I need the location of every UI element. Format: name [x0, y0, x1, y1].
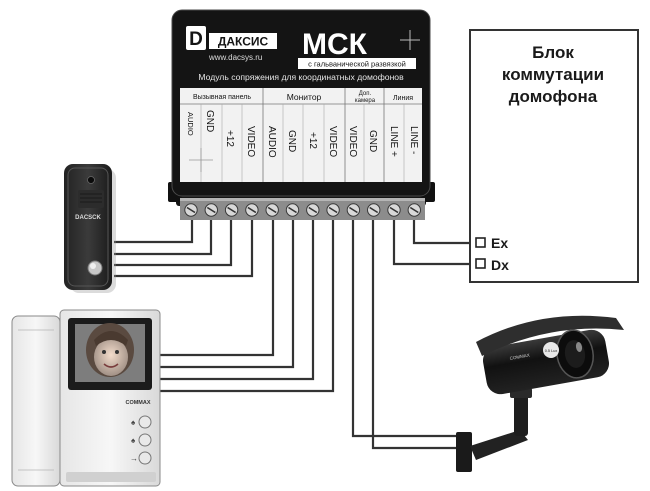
camera-sticker: 0.5 Lux [545, 349, 558, 353]
wire-line-minus [412, 214, 476, 245]
switch-block-title-1: Блок [532, 43, 574, 62]
crosshair-icon [400, 30, 420, 50]
terminal-label: LINE - [408, 126, 419, 154]
door-panel-camera-icon [87, 176, 95, 184]
switch-block-frame [469, 29, 639, 283]
svg-text:♠: ♠ [131, 418, 136, 427]
terminal-label: +12 [224, 130, 235, 147]
brand-url: www.dacsys.ru [208, 53, 262, 62]
terminal-label: +12 [307, 132, 318, 149]
monitor-button-talk [138, 415, 152, 429]
brand-name: ДАКСИС [218, 35, 269, 49]
module-subtitle: Модуль сопряжения для координатных домоф… [198, 72, 404, 82]
monitor-buttons: ♠ ♠ → [130, 415, 152, 465]
camera-brand: COMMAX [509, 353, 530, 361]
terminal-label: LINE + [388, 126, 399, 157]
wire-panel-12v [114, 214, 233, 267]
monitor-button-open [138, 433, 152, 447]
group-monitor: Монитор [287, 92, 322, 102]
wires [114, 214, 476, 450]
door-panel-speaker [78, 190, 104, 208]
wire-monitor-gnd [160, 214, 295, 369]
screw-slot [186, 206, 196, 214]
terminal-label: GND [367, 130, 378, 152]
screw-slot [206, 206, 216, 214]
brand-box [209, 33, 277, 49]
monitor-brand: COMMAX [125, 400, 150, 406]
terminal-label: AUDIO [186, 112, 195, 136]
wire-camera-video [351, 214, 470, 438]
terminal-label: VIDEO [327, 126, 338, 157]
svg-text:D: D [189, 29, 203, 50]
door-panel-body [64, 164, 112, 290]
screw-slot [389, 206, 399, 214]
terminal-label: GND [204, 110, 215, 132]
wire-camera-gnd [371, 214, 470, 450]
label-panel [180, 88, 422, 182]
camera-bracket-arm [470, 430, 528, 460]
screw-slot [409, 206, 419, 214]
switch-block-title-3: домофона [509, 87, 598, 106]
svg-text:♠: ♠ [131, 436, 136, 445]
camera-sunshield [476, 315, 624, 356]
wire-panel-video [114, 214, 254, 278]
monitor-handset [11, 315, 61, 487]
terminal-strip [180, 198, 425, 220]
door-call-panel: DACSCK [64, 164, 116, 293]
terminal-label: VIDEO [347, 126, 358, 157]
monitor-button-monitor [138, 451, 152, 465]
group-camera-2: камера [355, 98, 376, 104]
screw-slot [267, 206, 277, 214]
indoor-monitor: COMMAX ♠ ♠ → [11, 309, 161, 487]
wire-panel-gnd [114, 214, 213, 256]
group-camera-1: Доп. [359, 91, 372, 97]
terminal-ex [475, 237, 486, 248]
group-line: Линия [393, 95, 413, 102]
wire-monitor-audio [160, 214, 275, 357]
galv-note: с гальванической развязкой [308, 60, 406, 69]
wire-line-plus [392, 214, 476, 266]
door-panel-brand: DACSCK [75, 215, 101, 221]
dacsys-logo: D [186, 26, 206, 50]
group-panel: Вызывная панель [193, 94, 251, 101]
svg-text:→: → [130, 454, 138, 463]
terminal-label: GND [286, 130, 297, 152]
screw-slot [227, 206, 237, 214]
switch-block-title-2: коммутации [502, 65, 604, 84]
camera-wall-plate [456, 432, 472, 472]
screw-slot [308, 206, 318, 214]
galv-note-box [298, 58, 416, 69]
cctv-camera: 0.5 Lux COMMAX [456, 315, 624, 472]
screw-slot [288, 206, 297, 214]
camera-sticker-disc [543, 342, 559, 358]
terminal-label: AUDIO [266, 126, 277, 158]
terminal-screws [184, 203, 421, 217]
wire-monitor-12v [160, 214, 315, 381]
wire-monitor-video [160, 214, 335, 393]
module-body-edge [171, 9, 431, 197]
child-face-image [86, 323, 134, 377]
crosshair-icon [189, 148, 213, 172]
terminal-label: VIDEO [245, 126, 256, 157]
screw-slot [369, 206, 379, 214]
model-name: МСК [302, 28, 368, 61]
screw-slot [348, 206, 358, 214]
wire-panel-audio [114, 214, 194, 244]
terminal-dx-label: Dx [491, 257, 509, 273]
terminal-ex-label: Ex [491, 235, 508, 251]
terminal-dx [475, 258, 486, 269]
msk-module: D ДАКСИС www.dacsys.ru МСК с гальваничес… [168, 9, 435, 220]
switch-block: Блок коммутации домофона Ex Dx [469, 29, 639, 283]
screw-slot [247, 206, 257, 214]
screw-slot [328, 206, 338, 214]
